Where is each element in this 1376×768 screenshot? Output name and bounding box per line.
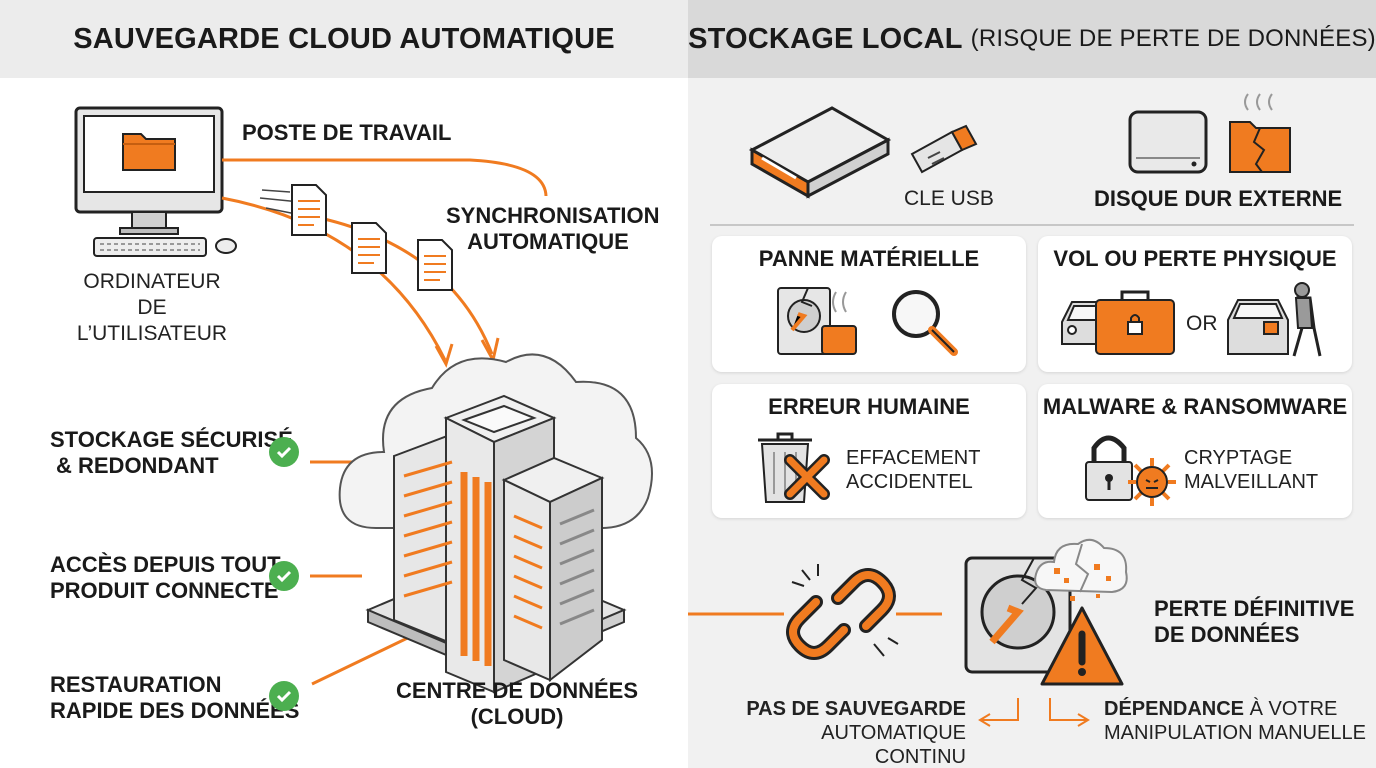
check-icon	[269, 561, 299, 591]
card-hardware-failure: PANNE MATÉRIELLE	[712, 236, 1026, 372]
datacenter-label: CENTRE DE DONNÉES (CLOUD)	[395, 678, 639, 729]
cloud-icon	[1034, 538, 1128, 601]
magnifier-icon	[892, 290, 958, 356]
server-building-icon	[365, 394, 627, 694]
card-title: MALWARE & RANSOMWARE	[1042, 394, 1348, 419]
right-title: STOCKAGE LOCAL	[688, 22, 963, 55]
connector-lines	[688, 612, 1090, 727]
check-icon	[269, 681, 299, 711]
warning-icon	[1040, 606, 1124, 686]
malware-text: CRYPTAGE MALVEILLANT	[1184, 447, 1319, 493]
cloud-backup-panel: ORDINATEUR DE L’UTILISATEUR POSTE DE TRA…	[0, 78, 688, 768]
hard-drive-icon	[1128, 110, 1208, 174]
check-icon	[269, 437, 299, 467]
human-error-text: EFFACEMENT ACCIDENTEL	[846, 447, 981, 493]
data-loss-label: PERTE DÉFINITIVE DE DONNÉES	[1154, 596, 1355, 647]
benefit-secure-storage: STOCKAGE SÉCURISÉ & REDONDANT	[50, 427, 293, 478]
folder-icon	[122, 133, 176, 171]
hard-drive-icon	[748, 106, 892, 199]
card-title: PANNE MATÉRIELLE	[758, 246, 980, 271]
benefit-fast-restore: RESTAURATION RAPIDE DES DONNÉES	[50, 672, 300, 723]
card-title: ERREUR HUMAINE	[768, 394, 970, 419]
or-text: OR	[1186, 312, 1218, 335]
thief-icon	[1227, 282, 1322, 357]
hard-drive-icon	[777, 287, 857, 355]
workstation-label: POSTE DE TRAVAIL	[242, 120, 452, 145]
sync-label: SYNCHRONISATION AUTOMATIQUE	[446, 203, 660, 254]
right-header: STOCKAGE LOCAL (RISQUE DE PERTE DE DONNÉ…	[688, 0, 1376, 78]
broken-chain-icon	[786, 564, 899, 660]
padlock-icon	[1085, 435, 1133, 501]
card-human-error: ERREUR HUMAINE EFFACEMENT ACCIDENTEL	[712, 384, 1026, 518]
card-title: VOL OU PERTE PHYSIQUE	[1053, 246, 1337, 271]
computer-caption: ORDINATEUR DE L’UTILISATEUR	[76, 270, 228, 345]
left-title: SAUVEGARDE CLOUD AUTOMATIQUE	[73, 22, 615, 55]
usb-drive-icon	[910, 124, 978, 174]
card-malware: MALWARE & RANSOMWARE CRYPTAGE MALVEILLAN…	[1038, 384, 1352, 518]
virus-icon	[1128, 458, 1176, 506]
document-icon	[291, 184, 327, 236]
broken-folder-icon	[1229, 93, 1291, 173]
card-theft-loss: VOL OU PERTE PHYSIQUE OR	[1038, 236, 1352, 372]
trash-icon	[758, 432, 830, 503]
briefcase-icon	[1095, 290, 1175, 355]
usb-label: CLE USB	[904, 187, 994, 210]
document-icon	[351, 222, 387, 274]
hdd-label: DISQUE DUR EXTERNE	[1094, 186, 1343, 211]
no-backup-label: PAS DE SAUVEGARDE AUTOMATIQUE CONTINU	[746, 698, 966, 768]
right-subtitle: (RISQUE DE PERTE DE DONNÉES)	[970, 25, 1376, 52]
document-icon	[417, 239, 453, 291]
keyboard-icon	[93, 237, 207, 257]
benefit-remote-access: ACCÈS DEPUIS TOUT PRODUIT CONNECTÉ	[50, 552, 281, 603]
local-storage-panel: CLE USB DISQUE DUR EXTERNE PANNE MATÉRIE…	[688, 78, 1376, 768]
left-header: SAUVEGARDE CLOUD AUTOMATIQUE	[0, 0, 688, 78]
divider	[710, 224, 1354, 226]
mouse-icon	[215, 238, 237, 254]
dependency-label: DÉPENDANCE À VOTRE MANIPULATION MANUELLE	[1104, 698, 1366, 744]
